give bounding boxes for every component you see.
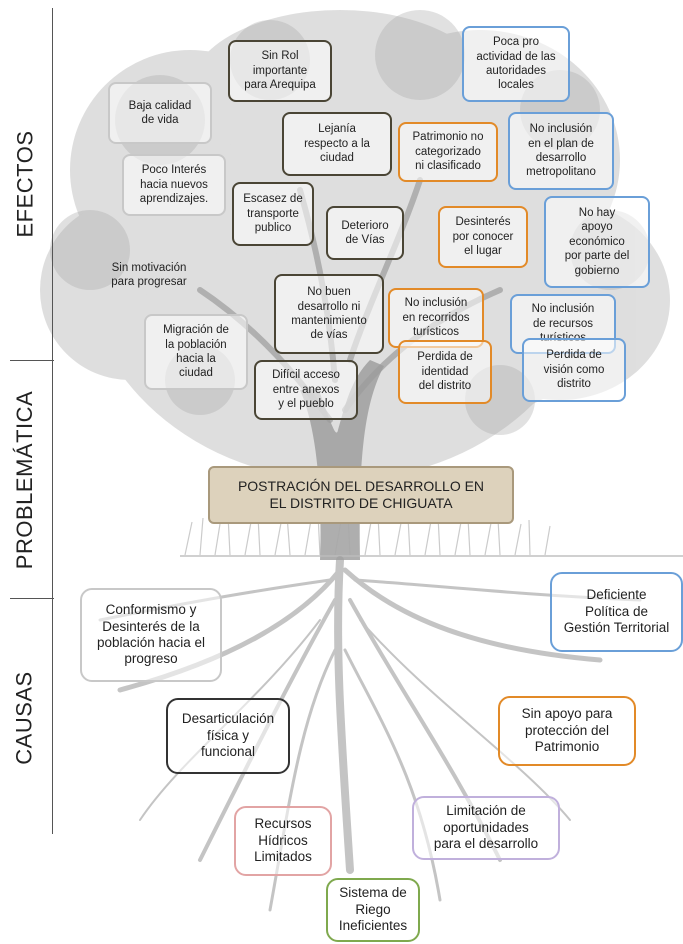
causes-side-label: CAUSAS [12,671,38,765]
cause-box: Sin apoyo para protección del Patrimonio [498,696,636,766]
effect-box: Sin Rol importante para Arequipa [228,40,332,102]
cause-box: Sistema de Riego Ineficientes [326,878,420,942]
effect-box: Poco Interés hacia nuevos aprendizajes. [122,154,226,216]
effect-box: Desinterés por conocer el lugar [438,206,528,268]
effect-box: Patrimonio no categorizado ni clasificad… [398,122,498,182]
effect-box: No buen desarrollo ni mantenimiento de v… [274,274,384,354]
effect-box: Perdida de visión como distrito [522,338,626,402]
effect-box: No inclusión en el plan de desarrollo me… [508,112,614,190]
effect-box: No hay apoyo económico por parte del gob… [544,196,650,288]
effects-side-label: EFECTOS [12,130,38,238]
effect-box: Lejanía respecto a la ciudad [282,112,392,176]
grass [184,513,551,556]
effect-box: Migración de la población hacia la ciuda… [144,314,248,390]
cause-box: Desarticulación física y funcional [166,698,290,774]
effect-box: Poca pro actividad de las autoridades lo… [462,26,570,102]
cause-box: Limitación de oportunidades para el desa… [412,796,560,860]
central-problem-box: POSTRACIÓN DEL DESARROLLO EN EL DISTRITO… [208,466,514,524]
effect-box: Escasez de transporte publico [232,182,314,246]
cause-box: Deficiente Política de Gestión Territori… [550,572,683,652]
effect-box: No inclusión en recorridos turísticos [388,288,484,348]
problem-side-label: PROBLEMÁTICA [12,390,37,570]
effect-box: Sin motivación para progresar [111,261,187,288]
effect-box: Difícil acceso entre anexos y el pueblo [254,360,358,420]
effect-box: Deterioro de Vías [326,206,404,260]
cause-box: Recursos Hídricos Limitados [234,806,332,876]
section-divider-causes [10,598,54,599]
cause-box: Conformismo y Desinterés de la población… [80,588,222,682]
section-divider-effects [10,360,54,361]
effect-box: Perdida de identidad del distrito [398,340,492,404]
effect-box: Baja calidad de vida [108,82,212,144]
side-axis-line [52,8,53,834]
